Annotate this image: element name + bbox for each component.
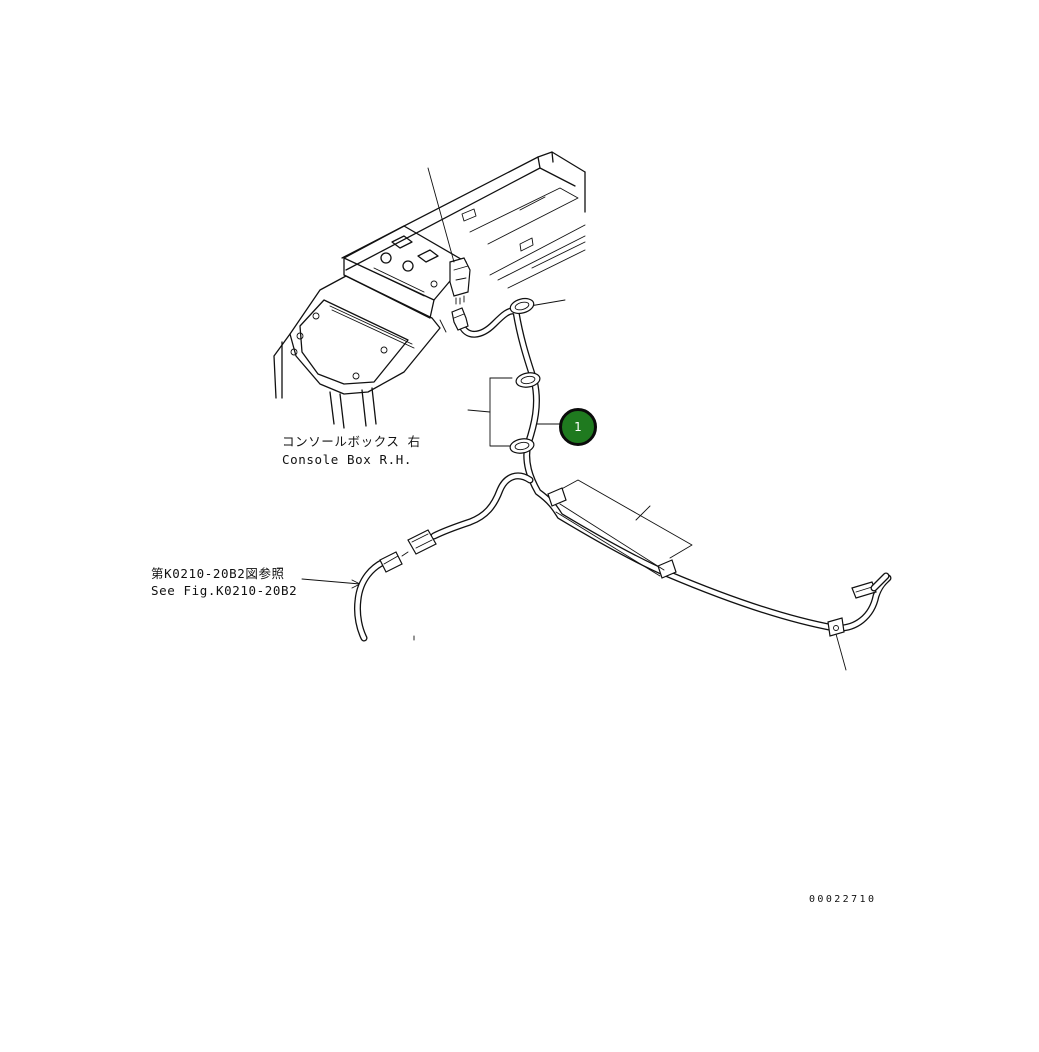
wire-harness-icon (354, 307, 892, 642)
console-box-label-en: Console Box R.H. (282, 452, 413, 467)
part-callout-badge[interactable]: 1 (559, 408, 597, 446)
console-box-label-jp: コンソールボックス 右 (282, 434, 421, 449)
switch-connector-icon (449, 257, 471, 305)
connector-icon (451, 307, 469, 331)
figure-reference-en: See Fig.K0210-20B2 (151, 583, 298, 598)
clamp-icon (509, 297, 541, 454)
inline-connector-icon (379, 529, 437, 573)
leader-lines (301, 167, 847, 671)
drawing-number: 00022710 (809, 894, 877, 905)
end-connector-icon (851, 572, 890, 599)
band-clip-icon (547, 487, 845, 637)
figure-reference-jp: 第K0210-20B2図参照 (151, 566, 285, 581)
